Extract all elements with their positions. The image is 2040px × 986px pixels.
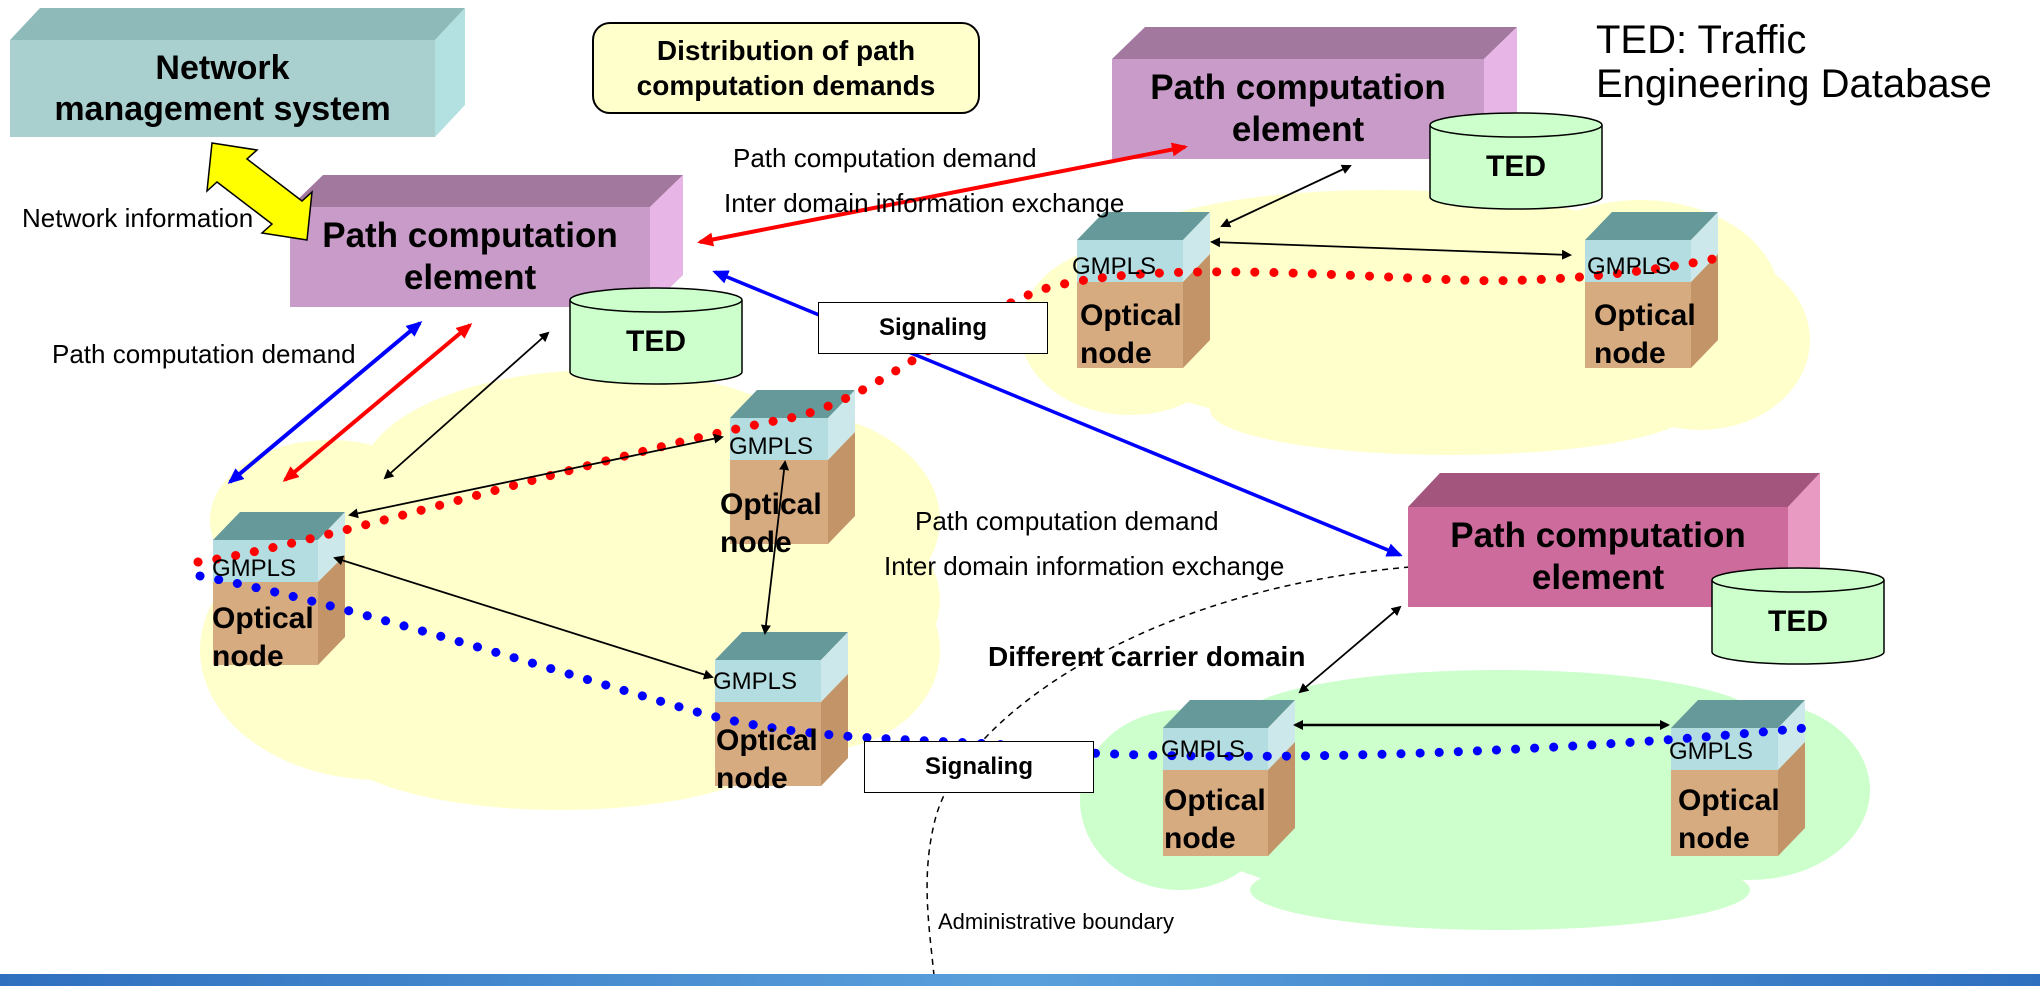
node-mid-top-line2: node <box>720 525 792 559</box>
node-mid-top-line1: Optical <box>720 488 822 521</box>
node-mid-bottom-gmpls: GMPLS <box>713 668 798 695</box>
inter-domain-label-right: Inter domain information exchange <box>884 551 1285 581</box>
pce-top-right-shape <box>1112 27 1517 159</box>
node-bottom-right-b-line2: node <box>1678 821 1750 855</box>
ted-legend: TED: Traffic Engineering Database <box>1596 18 1992 106</box>
node-top-right-a-label: Optical node <box>1080 297 1182 372</box>
ted-left-shape <box>569 287 743 385</box>
administrative-boundary-label: Administrative boundary <box>938 909 1175 934</box>
node-top-right-a-gmpls: GMPLS <box>1072 253 1157 280</box>
node-mid-top-gmpls: GMPLS <box>729 433 814 460</box>
ted-legend-line1: TED: Traffic <box>1596 18 1807 62</box>
node-bottom-right-a-label: Optical node <box>1164 782 1266 857</box>
node-bottom-right-a-gmpls: GMPLS <box>1161 736 1246 763</box>
ted-legend-line2: Engineering Database <box>1596 62 1992 106</box>
node-bottom-right-b-gmpls: GMPLS <box>1669 738 1754 765</box>
ted-top-right-label: TED <box>1486 150 1546 183</box>
node-bottom-right-a-line2: node <box>1164 821 1236 855</box>
optical-node-bottom-right-a-shape <box>1163 700 1295 856</box>
node-left-gmpls: GMPLS <box>212 555 297 582</box>
domain-cloud-bottom-right <box>1080 670 1870 930</box>
path-demand-label-left: Path computation demand <box>52 339 356 369</box>
node-left-label: Optical node <box>212 600 314 675</box>
node-top-right-b-line2: node <box>1594 336 1666 370</box>
node-mid-bottom-label: Optical node <box>716 722 818 797</box>
callout-line1: Distribution of path <box>656 35 916 66</box>
pce-top-right-line2: element <box>1231 110 1365 149</box>
nms-box-shape <box>10 8 465 137</box>
pce-left-line2: element <box>403 258 537 297</box>
callout-line2: computation demands <box>636 70 936 101</box>
node-top-right-b-label: Optical node <box>1594 297 1696 372</box>
optical-node-bottom-right-b-shape <box>1671 700 1805 856</box>
ted-left-label: TED <box>626 325 686 358</box>
footer-bar <box>0 974 2040 986</box>
pce-top-right-line1: Path computation <box>1150 68 1446 107</box>
pce-top-right: Path computation element <box>1112 59 1484 159</box>
nms-line1: Network <box>155 48 290 87</box>
node-left-line2: node <box>212 639 284 673</box>
pce-demand-red-line <box>697 142 1188 247</box>
signaling-box-top: Signaling <box>818 302 1048 354</box>
network-management-system: Network management system <box>10 40 435 137</box>
node-bottom-right-b-line1: Optical <box>1678 784 1780 817</box>
ted-right-label: TED <box>1768 605 1828 638</box>
black-links <box>333 164 1670 730</box>
pce-right-line2: element <box>1531 558 1665 597</box>
signaling-box-bottom: Signaling <box>864 741 1094 793</box>
pce-right: Path computation element <box>1408 507 1788 607</box>
ted-top-right-shape <box>1429 112 1603 210</box>
node-top-right-a-line1: Optical <box>1080 299 1182 332</box>
ted-right-shape <box>1711 567 1885 665</box>
node-bottom-right-a-line1: Optical <box>1164 784 1266 817</box>
path-demand-label-right: Path computation demand <box>915 506 1219 536</box>
nms-line2: management system <box>54 89 391 128</box>
node-left-line1: Optical <box>212 602 314 635</box>
inter-domain-label-top: Inter domain information exchange <box>724 188 1125 218</box>
pce-left-line1: Path computation <box>322 216 618 255</box>
node-bottom-right-b-label: Optical node <box>1678 782 1780 857</box>
node-top-right-a-line2: node <box>1080 336 1152 370</box>
node-mid-bottom-line2: node <box>716 761 788 795</box>
pce-right-line1: Path computation <box>1450 516 1746 555</box>
node-top-right-b-line1: Optical <box>1594 299 1696 332</box>
different-carrier-label: Different carrier domain <box>988 641 1306 672</box>
path-demand-label-top: Path computation demand <box>733 143 1037 173</box>
node-top-right-b-gmpls: GMPLS <box>1587 253 1672 280</box>
node-mid-top-label: Optical node <box>720 486 822 561</box>
pce-left: Path computation element <box>290 207 650 307</box>
distribution-callout: Distribution of path computation demands <box>592 22 980 114</box>
network-information-arrow <box>206 142 313 241</box>
network-information-label: Network information <box>22 203 254 233</box>
node-mid-bottom-line1: Optical <box>716 724 818 757</box>
optical-node-mid-bottom-shape <box>715 632 848 786</box>
pce-left-shape <box>290 175 683 307</box>
